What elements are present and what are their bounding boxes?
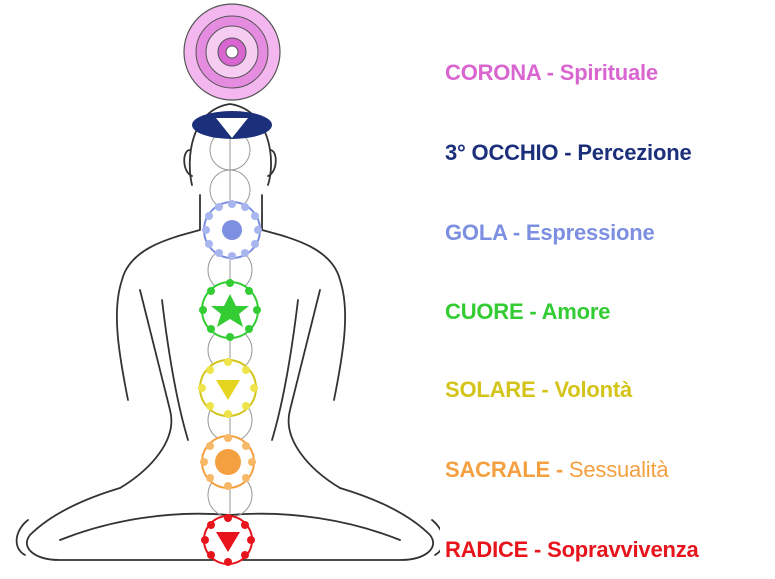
label-separator: -: [558, 140, 577, 165]
label-meaning: Spirituale: [560, 60, 658, 85]
label-meaning: Percezione: [577, 140, 691, 165]
label-occhio: 3° OCCHIO - Percezione: [445, 140, 691, 166]
label-separator: -: [541, 60, 560, 85]
label-name: SACRALE: [445, 457, 550, 482]
label-sacrale: SACRALE - Sessualità: [445, 457, 668, 483]
label-separator: -: [528, 537, 547, 562]
label-solare: SOLARE - Volontà: [445, 377, 632, 403]
label-name: RADICE: [445, 537, 528, 562]
label-gola: GOLA - Espressione: [445, 220, 655, 246]
label-name: 3° OCCHIO: [445, 140, 558, 165]
heart-chakra-icon: [199, 279, 261, 341]
label-name: CUORE: [445, 299, 523, 324]
figure-svg: [0, 0, 440, 574]
label-meaning: Sopravvivenza: [547, 537, 698, 562]
label-name: GOLA: [445, 220, 507, 245]
meditating-figure-diagram: [0, 0, 440, 574]
label-name: CORONA: [445, 60, 541, 85]
label-separator: -: [535, 377, 554, 402]
label-separator: -: [550, 457, 569, 482]
label-meaning: Volontà: [554, 377, 632, 402]
crown-chakra-icon: [184, 4, 280, 100]
spine-rings: [208, 130, 252, 560]
label-meaning: Sessualità: [569, 457, 669, 482]
label-corona: CORONA - Spirituale: [445, 60, 658, 86]
label-meaning: Espressione: [526, 220, 655, 245]
sacral-chakra-icon: [200, 434, 256, 490]
label-separator: -: [507, 220, 526, 245]
label-separator: -: [523, 299, 541, 324]
throat-chakra-icon: [202, 200, 262, 260]
chakra-labels: CORONA - Spirituale 3° OCCHIO - Percezio…: [445, 0, 775, 574]
label-cuore: CUORE - Amore: [445, 299, 610, 325]
label-radice: RADICE - Sopravvivenza: [445, 537, 699, 563]
third-eye-chakra-icon: [192, 111, 272, 139]
label-meaning: Amore: [542, 299, 611, 324]
root-chakra-icon: [201, 514, 255, 566]
label-name: SOLARE: [445, 377, 535, 402]
